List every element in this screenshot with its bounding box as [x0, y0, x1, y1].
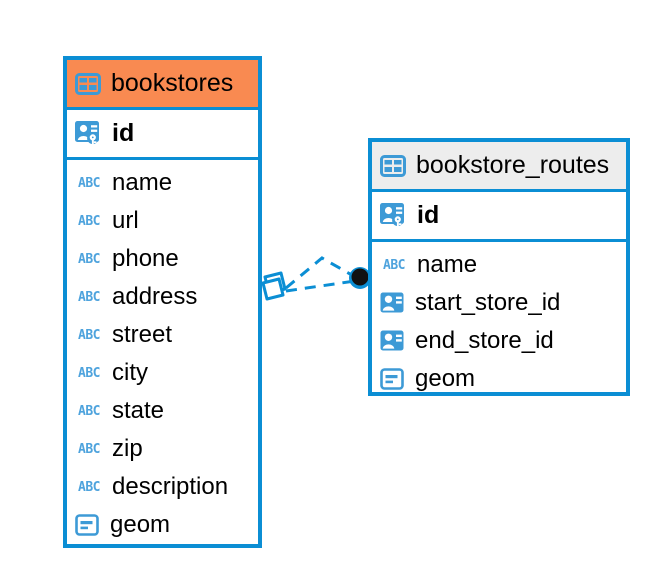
field-label: zip — [112, 435, 143, 462]
field-label: city — [112, 359, 148, 386]
field-row-primary-key[interactable]: id — [67, 110, 258, 160]
table-icon — [380, 154, 406, 177]
primary-key-icon — [75, 120, 99, 145]
entity-bookstore-routes[interactable]: bookstore_routes id ABC name — [368, 138, 630, 396]
abc-text-icon: ABC — [78, 365, 100, 381]
field-list-bookstore-routes: ABC name start_store_id — [372, 242, 626, 404]
foreign-key-icon — [380, 330, 404, 351]
field-row-url[interactable]: ABC url — [67, 202, 258, 240]
field-label: url — [112, 207, 139, 234]
field-row-end-store-id[interactable]: end_store_id — [372, 322, 626, 360]
primary-key-label: id — [112, 119, 135, 147]
abc-text-icon: ABC — [78, 251, 100, 267]
foreign-key-icon — [380, 292, 404, 313]
field-label: name — [417, 251, 478, 278]
field-label: street — [112, 321, 173, 348]
field-label: geom — [415, 365, 476, 392]
relationship-line-upper — [285, 256, 358, 290]
field-row-phone[interactable]: ABC phone — [67, 240, 258, 278]
abc-text-icon: ABC — [383, 257, 405, 273]
diamond-marker-front — [261, 277, 285, 301]
primary-key-icon — [380, 202, 404, 227]
field-list-bookstores: ABC name ABC url ABC phone ABC address A… — [67, 160, 258, 550]
circle-marker-core — [351, 268, 369, 286]
field-row-name[interactable]: ABC name — [372, 246, 626, 284]
field-label: start_store_id — [415, 289, 561, 316]
field-row-geom[interactable]: geom — [67, 506, 258, 544]
relationship-line-lower — [285, 279, 356, 293]
primary-key-label: id — [417, 201, 440, 229]
field-row-primary-key[interactable]: id — [372, 192, 626, 242]
entity-title: bookstore_routes — [416, 151, 610, 179]
field-row-description[interactable]: ABC description — [67, 468, 258, 506]
table-icon — [75, 72, 101, 95]
abc-text-icon: ABC — [78, 213, 100, 229]
field-row-city[interactable]: ABC city — [67, 354, 258, 392]
field-row-start-store-id[interactable]: start_store_id — [372, 284, 626, 322]
entity-header-bookstore-routes[interactable]: bookstore_routes — [372, 142, 626, 192]
field-row-zip[interactable]: ABC zip — [67, 430, 258, 468]
field-label: state — [112, 397, 165, 424]
field-row-name[interactable]: ABC name — [67, 164, 258, 202]
field-label: address — [112, 283, 198, 310]
field-row-street[interactable]: ABC street — [67, 316, 258, 354]
abc-text-icon: ABC — [78, 289, 100, 305]
diamond-marker-back — [263, 271, 287, 295]
entity-bookstores[interactable]: bookstores id ABC name ABC — [63, 56, 262, 548]
abc-text-icon: ABC — [78, 479, 100, 495]
abc-text-icon: ABC — [78, 441, 100, 457]
field-label: description — [112, 473, 229, 500]
field-row-state[interactable]: ABC state — [67, 392, 258, 430]
abc-text-icon: ABC — [78, 403, 100, 419]
abc-text-icon: ABC — [78, 327, 100, 343]
field-label: phone — [112, 245, 179, 272]
field-row-geom[interactable]: geom — [372, 360, 626, 398]
entity-header-bookstores[interactable]: bookstores — [67, 60, 258, 110]
field-label: end_store_id — [415, 327, 554, 354]
entity-title: bookstores — [111, 69, 234, 97]
geometry-icon — [75, 514, 99, 536]
field-label: name — [112, 169, 173, 196]
field-row-address[interactable]: ABC address — [67, 278, 258, 316]
abc-text-icon: ABC — [78, 175, 100, 191]
field-label: geom — [110, 511, 171, 538]
diamond-marker — [261, 271, 287, 301]
geometry-icon — [380, 368, 404, 390]
